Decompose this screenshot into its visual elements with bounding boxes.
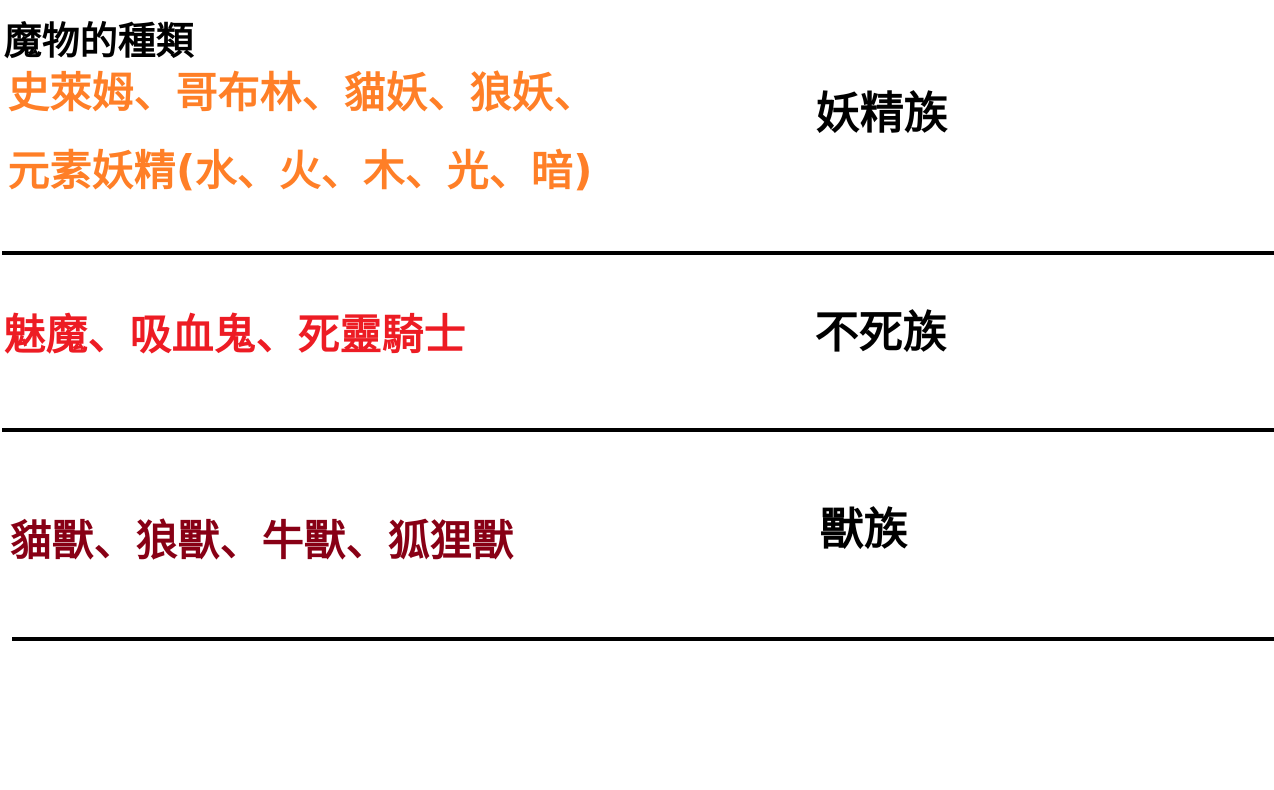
fairy-members-line-1: 史萊姆、哥布林、貓妖、狼妖、: [8, 68, 597, 117]
beast-category-label: 獸族: [820, 504, 908, 555]
fairy-members-line-2: 元素妖精(水、火、木、光、暗): [8, 146, 593, 195]
page-title: 魔物的種類: [4, 19, 195, 63]
undead-members-line-1: 魅魔、吸血鬼、死靈騎士: [4, 310, 467, 359]
beast-members-line-1: 貓獸、狼獸、牛獸、狐狸獸: [10, 516, 515, 565]
divider-line-2: [2, 428, 1274, 432]
undead-category-label: 不死族: [815, 307, 947, 358]
fairy-category-label: 妖精族: [816, 88, 948, 139]
divider-line-1: [2, 251, 1274, 255]
divider-line-3: [12, 637, 1274, 641]
